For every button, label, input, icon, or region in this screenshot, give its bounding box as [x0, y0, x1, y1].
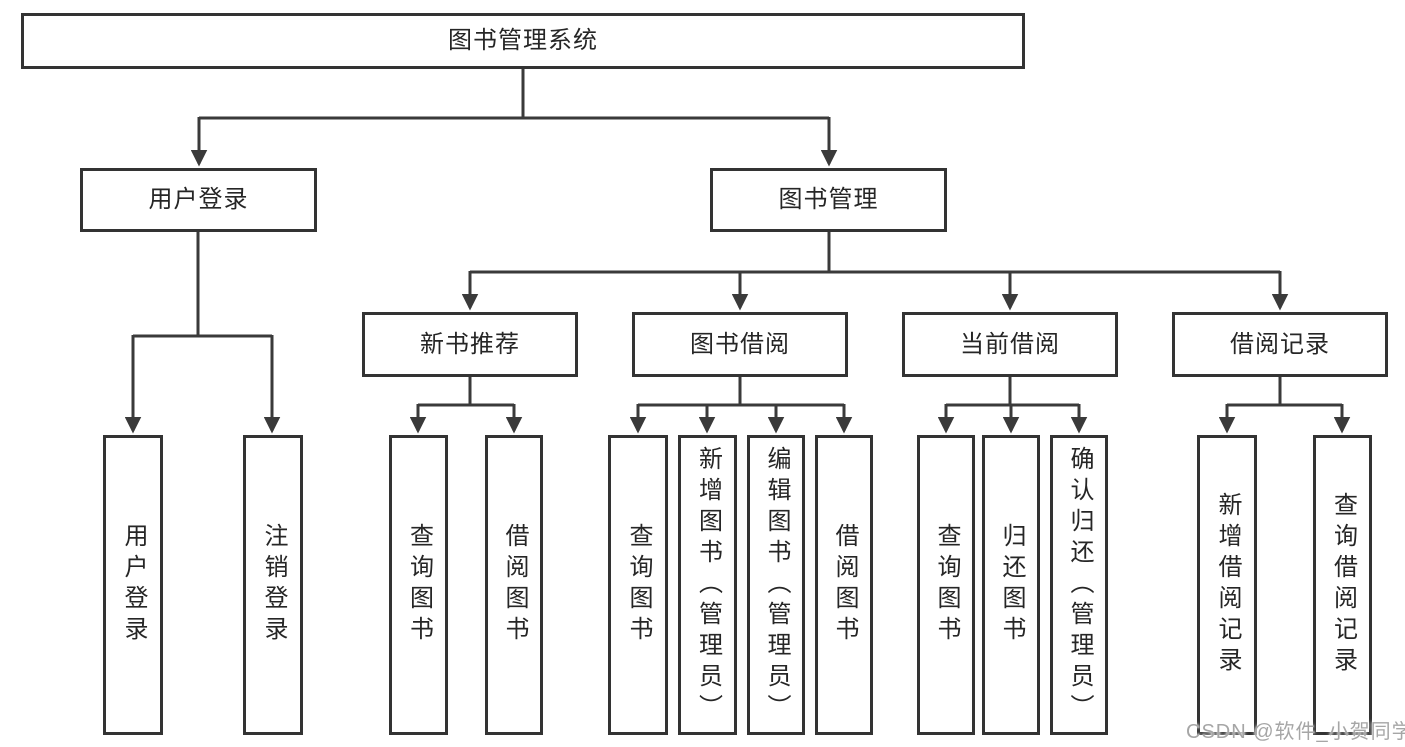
- node-borrowing-records: 借阅记录: [1172, 312, 1388, 377]
- node-book-borrowing: 图书借阅: [632, 312, 848, 377]
- node-book-management: 图书管理: [710, 168, 947, 232]
- leaf-current-confirm-return-admin: 确认归还（管理员）: [1050, 435, 1108, 735]
- leaf-records-add-record: 新增借阅记录: [1197, 435, 1257, 735]
- node-new-book-recommend: 新书推荐: [362, 312, 578, 377]
- leaf-logout: 注销登录: [243, 435, 303, 735]
- leaf-records-query-record: 查询借阅记录: [1313, 435, 1372, 735]
- tree-edges: [124, 69, 1351, 434]
- leaf-recommend-query-books: 查询图书: [389, 435, 448, 735]
- leaf-borrowing-add-books-admin: 新增图书（管理员）: [678, 435, 737, 735]
- leaf-borrowing-edit-books-admin: 编辑图书（管理员）: [747, 435, 805, 735]
- leaf-user-login: 用户登录: [103, 435, 163, 735]
- node-current-borrowing: 当前借阅: [902, 312, 1118, 377]
- leaf-current-return-books: 归还图书: [982, 435, 1040, 735]
- leaf-borrowing-borrow-books: 借阅图书: [815, 435, 873, 735]
- leaf-recommend-borrow-books: 借阅图书: [485, 435, 543, 735]
- leaf-borrowing-query-books: 查询图书: [608, 435, 668, 735]
- watermark-text: CSDN @软件_小贺同学: [1186, 721, 1405, 743]
- node-root: 图书管理系统: [21, 13, 1025, 69]
- leaf-current-query-books: 查询图书: [917, 435, 975, 735]
- node-user-login: 用户登录: [80, 168, 317, 232]
